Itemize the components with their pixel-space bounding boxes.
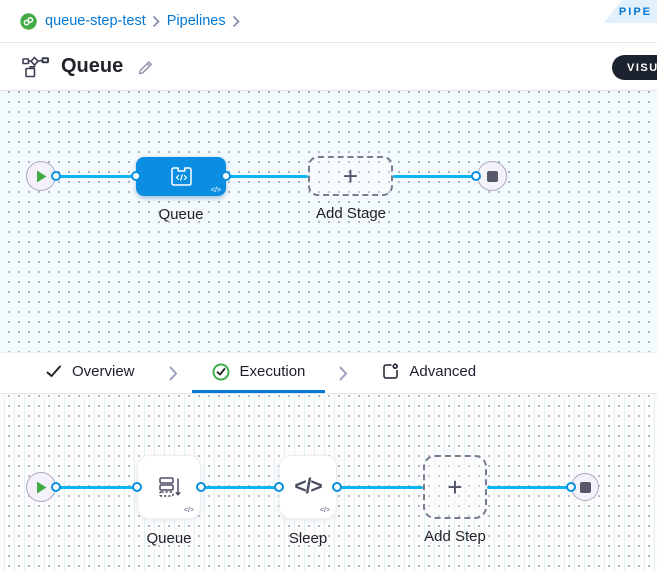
- connector-dot[interactable]: [274, 482, 284, 492]
- execution-step-canvas[interactable]: </> Queue </> </> Sleep + Add Step: [0, 394, 657, 571]
- connector-dot[interactable]: [51, 171, 61, 181]
- connector-dot[interactable]: [51, 482, 61, 492]
- ci-stage-icon: [170, 167, 192, 186]
- tab-overview[interactable]: Overview: [26, 353, 155, 393]
- stop-icon: [579, 481, 591, 493]
- chevron-right-icon: [232, 15, 240, 27]
- edge-line: [487, 485, 571, 489]
- breadcrumb-pipelines-link[interactable]: Pipelines: [166, 13, 226, 29]
- advanced-settings-icon: [383, 363, 399, 379]
- add-stage-label: Add Stage: [315, 205, 387, 222]
- step-label: Queue: [146, 530, 192, 547]
- tab-execution[interactable]: Execution: [191, 353, 326, 393]
- visual-yaml-toggle[interactable]: VISUAL: [612, 55, 657, 80]
- add-stage-button[interactable]: +: [308, 156, 393, 196]
- connector-dot[interactable]: [471, 171, 481, 181]
- edge-line: [393, 174, 476, 178]
- breadcrumb-bar: queue-step-test Pipelines PIPE: [0, 0, 657, 43]
- yaml-code-badge: </>: [183, 507, 194, 514]
- stage-label: Queue: [158, 206, 204, 223]
- tab-advanced[interactable]: Advanced: [362, 353, 496, 393]
- pipeline-icon: [22, 55, 50, 78]
- step-node-sleep[interactable]: </> </>: [279, 455, 337, 519]
- connector-dot[interactable]: [131, 171, 141, 181]
- play-icon: [36, 481, 46, 493]
- plus-icon: +: [342, 161, 359, 191]
- check-icon: [46, 365, 61, 377]
- breadcrumb: queue-step-test Pipelines: [45, 13, 240, 29]
- page-title: Queue: [61, 55, 124, 77]
- tab-execution-label: Execution: [239, 363, 306, 380]
- edge-line: [226, 174, 308, 178]
- title-bar: Queue VISUAL: [0, 43, 657, 91]
- check-circle-icon: [212, 363, 230, 380]
- add-step-label: Add Step: [424, 528, 486, 545]
- edge-line: [56, 174, 136, 178]
- chevron-right-icon: [325, 353, 362, 393]
- play-icon: [36, 170, 46, 182]
- edge-line: [56, 485, 137, 489]
- step-node-queue[interactable]: </>: [137, 455, 201, 519]
- connector-dot[interactable]: [221, 171, 231, 181]
- connector-dot[interactable]: [132, 482, 142, 492]
- queue-step-icon: [158, 477, 181, 497]
- tab-overview-label: Overview: [72, 363, 135, 380]
- stage-node-queue[interactable]: </>: [136, 157, 226, 196]
- tab-advanced-label: Advanced: [409, 363, 477, 380]
- connector-dot[interactable]: [332, 482, 342, 492]
- yaml-code-badge: </>: [319, 507, 330, 514]
- step-label: Sleep: [288, 530, 328, 547]
- yaml-code-badge: </>: [210, 187, 221, 194]
- chevron-right-icon: [152, 15, 160, 27]
- connector-dot[interactable]: [196, 482, 206, 492]
- add-step-button[interactable]: +: [423, 455, 487, 519]
- code-icon: </>: [294, 475, 322, 498]
- stop-icon: [486, 170, 498, 182]
- pipeline-studio-ribbon: PIPE: [603, 0, 657, 23]
- breadcrumb-project-link[interactable]: queue-step-test: [45, 13, 146, 29]
- edge-line: [341, 485, 423, 489]
- stage-canvas[interactable]: </> Queue + Add Stage: [0, 91, 657, 352]
- pipeline-end-node: [477, 161, 507, 191]
- edge-line: [201, 485, 279, 489]
- project-logo-icon: [20, 12, 37, 30]
- chevron-right-icon: [155, 353, 192, 393]
- pipeline-tab-bar: Overview Execution Advanced: [0, 352, 657, 394]
- connector-dot[interactable]: [566, 482, 576, 492]
- edit-pencil-icon[interactable]: [137, 58, 155, 76]
- plus-icon: +: [447, 472, 463, 502]
